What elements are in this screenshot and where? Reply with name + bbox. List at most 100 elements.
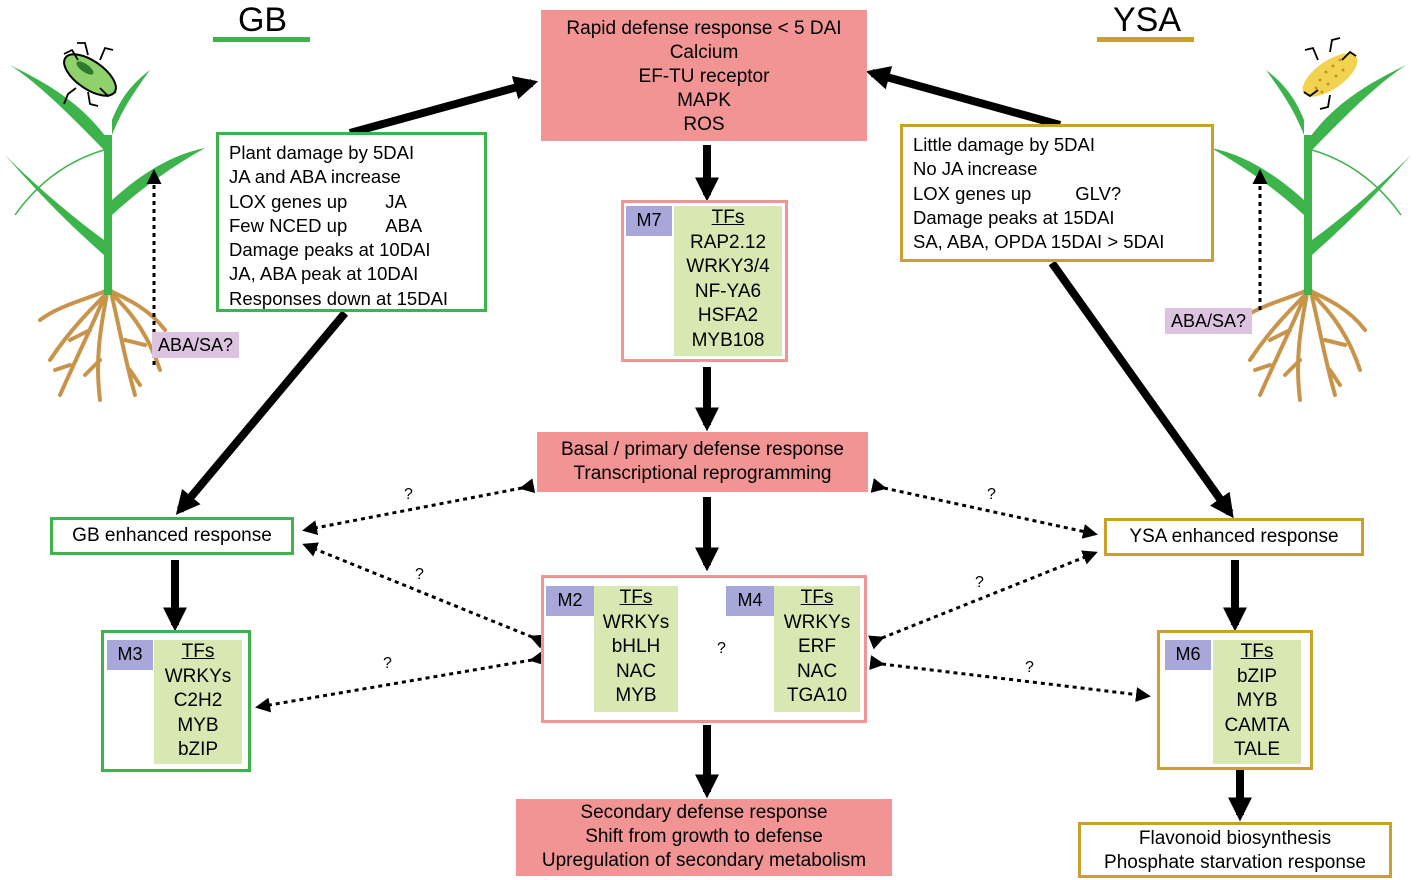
tf-item: HSFA2 xyxy=(697,305,759,326)
tf-item: MYB xyxy=(1236,690,1278,711)
tf-item: NAC xyxy=(796,660,838,682)
secondary-line: Secondary defense response xyxy=(580,802,828,823)
gb-title-underline xyxy=(213,37,310,42)
tf-header: TFs xyxy=(619,587,653,608)
m2-tf-list: TFs WRKYs bHLH NAC MYB xyxy=(594,586,678,712)
tf-item: NAC xyxy=(615,660,657,682)
gb-roots xyxy=(38,286,167,402)
gb-hormone-label: ABA/SA? xyxy=(152,332,240,358)
gb-info-line: JA, ABA peak at 10DAI xyxy=(229,263,419,285)
m2-m4-module-box: M2 TFs WRKYs bHLH NAC MYB M4 TFs WRKYs E… xyxy=(541,575,867,723)
m3-module-label: M3 xyxy=(107,640,153,670)
m6-module-label: M6 xyxy=(1165,640,1211,670)
tf-item: C2H2 xyxy=(173,690,223,711)
basal-line: Basal / primary defense response xyxy=(560,439,845,460)
tf-item: MYB xyxy=(615,685,657,706)
flavonoid-box: Flavonoid biosynthesis Phosphate starvat… xyxy=(1078,822,1392,878)
ysa-insect-icon xyxy=(1302,37,1358,110)
gb-info-line: Plant damage by 5DAI xyxy=(229,142,415,163)
m2-m3-dotted-arrow xyxy=(255,650,546,713)
tf-item: bHLH xyxy=(611,636,661,657)
tf-item: WRKYs xyxy=(783,611,851,633)
tf-item: TALE xyxy=(1233,739,1281,760)
rapid-line: Calcium xyxy=(669,42,739,63)
rapid-defense-box: Rapid defense response < 5 DAI Calcium E… xyxy=(541,10,867,141)
basal-ysa-dotted-arrow xyxy=(870,478,1098,539)
m4-tf-list: TFs WRKYs ERF NAC TGA10 xyxy=(774,586,860,712)
gb-info-line: JA and ABA increase xyxy=(229,166,401,188)
ysa-roots xyxy=(1238,286,1367,402)
tf-item: bZIP xyxy=(177,739,219,760)
gb-info-box: Plant damage by 5DAI JA and ABA increase… xyxy=(216,132,487,312)
ysa-info-box: Little damage by 5DAI No JA increase LOX… xyxy=(900,124,1214,262)
m3-module-box: M3 TFs WRKYs C2H2 MYB bZIP xyxy=(101,630,251,772)
ysa-info-line: Little damage by 5DAI xyxy=(913,134,1096,155)
m6-tf-list: TFs bZIP MYB CAMTA TALE xyxy=(1213,640,1301,764)
rapid-line: MAPK xyxy=(677,90,731,111)
m6-module-box: M6 TFs bZIP MYB CAMTA TALE xyxy=(1157,630,1313,770)
ysa-title-underline xyxy=(1097,37,1194,42)
tf-header: TFs xyxy=(711,207,745,228)
tf-item: WRKYs xyxy=(602,611,670,633)
tf-item: CAMTA xyxy=(1224,714,1290,736)
gb-to-enhanced-arrow xyxy=(175,310,349,515)
ysa-maize-plant xyxy=(1211,37,1411,402)
question-mark: ? xyxy=(415,566,424,583)
gb-info-line: Damage peaks at 10DAI xyxy=(229,239,431,261)
ysa-hormone-label: ABA/SA? xyxy=(1165,308,1253,334)
tf-item: MYB xyxy=(177,714,219,736)
basal-line: Transcriptional reprogramming xyxy=(573,463,832,484)
m7-module-label: M7 xyxy=(626,206,672,236)
m4-ysa-dotted-arrow xyxy=(868,550,1098,650)
tf-item: ERF xyxy=(798,636,836,657)
tf-header: TFs xyxy=(800,587,834,608)
question-mark: ? xyxy=(1025,659,1034,676)
tf-item: WRKY3/4 xyxy=(686,256,770,277)
tf-item: WRKYs xyxy=(164,665,232,687)
secondary-line: Shift from growth to defense xyxy=(585,826,823,847)
secondary-line: Upregulation of secondary metabolism xyxy=(541,850,867,871)
gb-title: GB xyxy=(237,1,288,39)
tf-header: TFs xyxy=(181,641,215,662)
rapid-line: ROS xyxy=(683,114,725,135)
tf-item: TGA10 xyxy=(786,685,848,706)
question-mark: ? xyxy=(987,486,996,503)
m3-tf-list: TFs WRKYs C2H2 MYB bZIP xyxy=(154,640,242,764)
question-mark: ? xyxy=(975,574,984,591)
question-mark: ? xyxy=(404,486,413,503)
gb-to-rapid-arrow xyxy=(348,76,539,137)
ysa-title: YSA xyxy=(1112,1,1182,39)
basal-defense-box: Basal / primary defense response Transcr… xyxy=(537,432,868,492)
tf-item: RAP2.12 xyxy=(689,231,767,253)
m7-tf-list: TFs RAP2.12 WRKY3/4 NF-YA6 HSFA2 MYB108 xyxy=(674,206,782,356)
rapid-line: EF-TU receptor xyxy=(638,66,770,87)
question-mark: ? xyxy=(383,655,392,672)
m2-module-label: M2 xyxy=(546,586,594,616)
ysa-info-line: Damage peaks at 15DAI xyxy=(913,206,1115,228)
gb-info-line: Responses down at 15DAI xyxy=(229,287,449,309)
gb-maize-plant xyxy=(5,42,205,402)
flavonoid-line: Phosphate starvation response xyxy=(1104,852,1366,873)
tf-item: MYB108 xyxy=(691,329,765,351)
flavonoid-line: Flavonoid biosynthesis xyxy=(1138,828,1332,849)
ysa-info-line: SA, ABA, OPDA 15DAI > 5DAI xyxy=(913,231,1165,253)
basal-gb-dotted-arrow xyxy=(302,478,536,536)
m4-module-label: M4 xyxy=(726,586,774,616)
ysa-enhanced-response-box: YSA enhanced response xyxy=(1104,518,1364,556)
m2-gb-dotted-arrow xyxy=(302,542,546,649)
secondary-defense-box: Secondary defense response Shift from gr… xyxy=(516,799,892,876)
question-mark: ? xyxy=(717,640,726,657)
gb-enhanced-response-box: GB enhanced response xyxy=(50,517,294,555)
ysa-to-enhanced-arrow xyxy=(1048,260,1234,519)
ysa-to-rapid-arrow xyxy=(865,66,1062,129)
m7-module-box: M7 TFs RAP2.12 WRKY3/4 NF-YA6 HSFA2 MYB1… xyxy=(621,200,788,362)
gb-insect-icon xyxy=(63,42,117,107)
tf-item: bZIP xyxy=(1236,665,1278,687)
ysa-info-line: No JA increase xyxy=(913,158,1038,180)
tf-header: TFs xyxy=(1240,641,1274,662)
rapid-line: Rapid defense response < 5 DAI xyxy=(566,18,842,39)
